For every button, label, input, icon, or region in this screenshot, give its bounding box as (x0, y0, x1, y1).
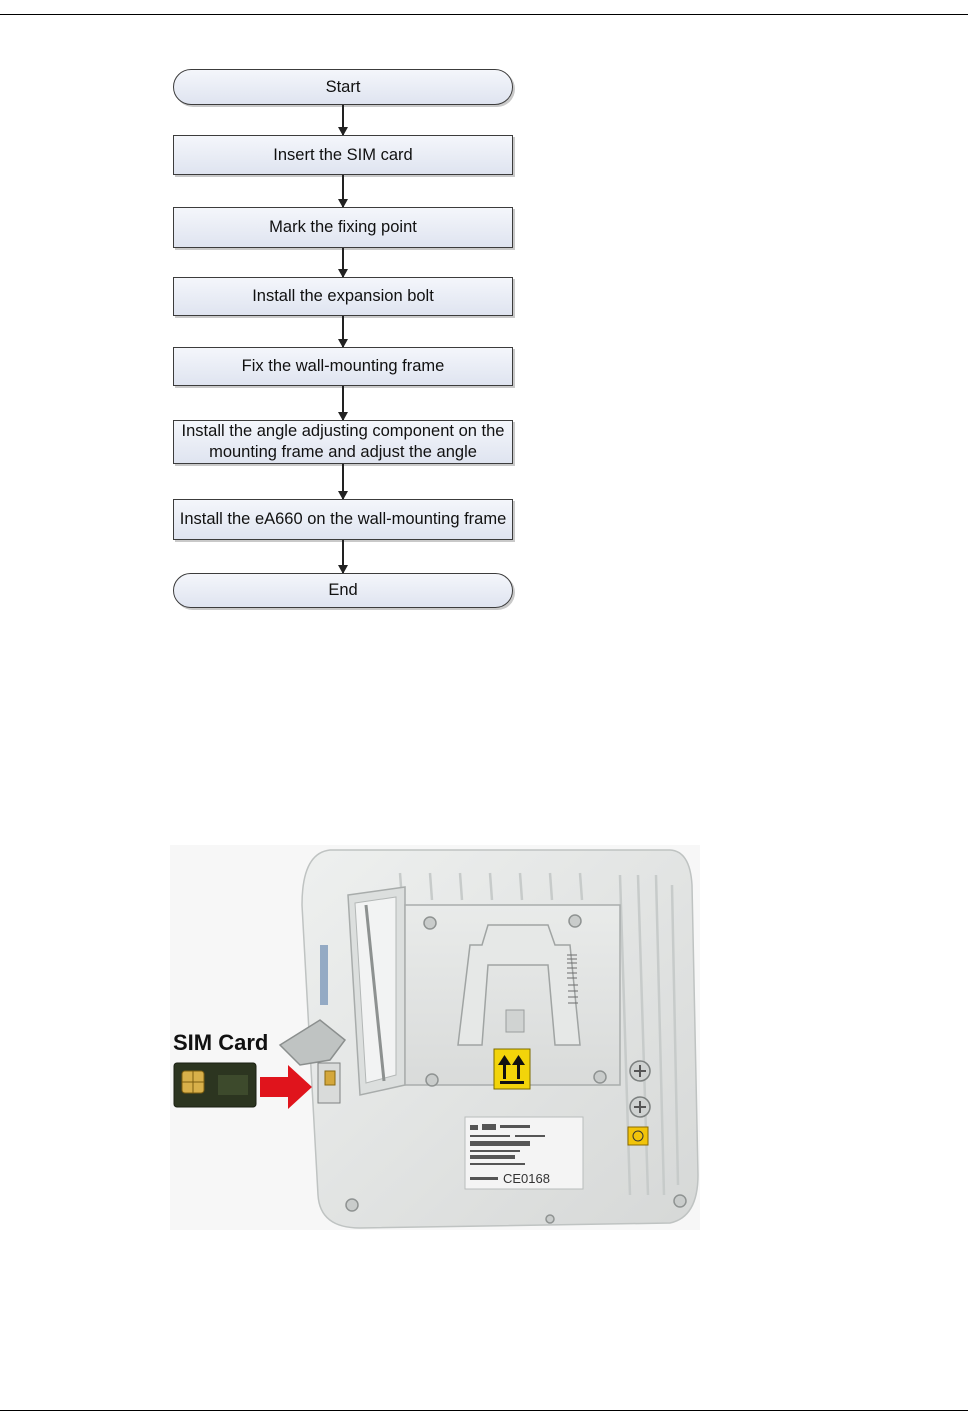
flow-arrow-5 (342, 386, 344, 420)
flow-step-text: Fix the wall-mounting frame (238, 356, 449, 377)
flow-step-text: Install the expansion bolt (248, 286, 438, 307)
flow-step-install-bolt: Install the expansion bolt (173, 277, 513, 316)
footer-rule (0, 1410, 968, 1411)
grounding-screws (628, 1061, 650, 1145)
sim-card (174, 1063, 256, 1107)
flow-step-angle-component: Install the angle adjusting component on… (173, 420, 513, 464)
flow-arrow-4 (342, 316, 344, 347)
flow-arrow-6 (342, 464, 344, 499)
flow-step-insert-sim: Insert the SIM card (173, 135, 513, 175)
flow-step-text: Insert the SIM card (269, 145, 416, 166)
flow-arrow-7 (342, 540, 344, 573)
installation-flowchart: Start Insert the SIM card Mark the fixin… (0, 0, 968, 620)
flow-arrow-3 (342, 248, 344, 277)
flow-end-text: End (324, 580, 361, 601)
flow-step-text: Install the angle adjusting component on… (174, 421, 512, 463)
flow-step-fix-frame: Fix the wall-mounting frame (173, 347, 513, 386)
sim-card-label: SIM Card (173, 1030, 268, 1056)
ce-mark: CE0168 (503, 1171, 550, 1186)
flow-start: Start (173, 69, 513, 105)
sim-installation-photo: CE0168 SIM Card (170, 845, 700, 1230)
flow-arrow-1 (342, 105, 344, 135)
flow-step-text: Mark the fixing point (265, 217, 421, 238)
flow-start-text: Start (322, 77, 365, 98)
flow-arrow-2 (342, 175, 344, 207)
flow-step-text: Install the eA660 on the wall-mounting f… (176, 509, 511, 530)
flow-end: End (173, 573, 513, 608)
flow-step-install-device: Install the eA660 on the wall-mounting f… (173, 499, 513, 540)
flow-step-mark-fixing-point: Mark the fixing point (173, 207, 513, 248)
